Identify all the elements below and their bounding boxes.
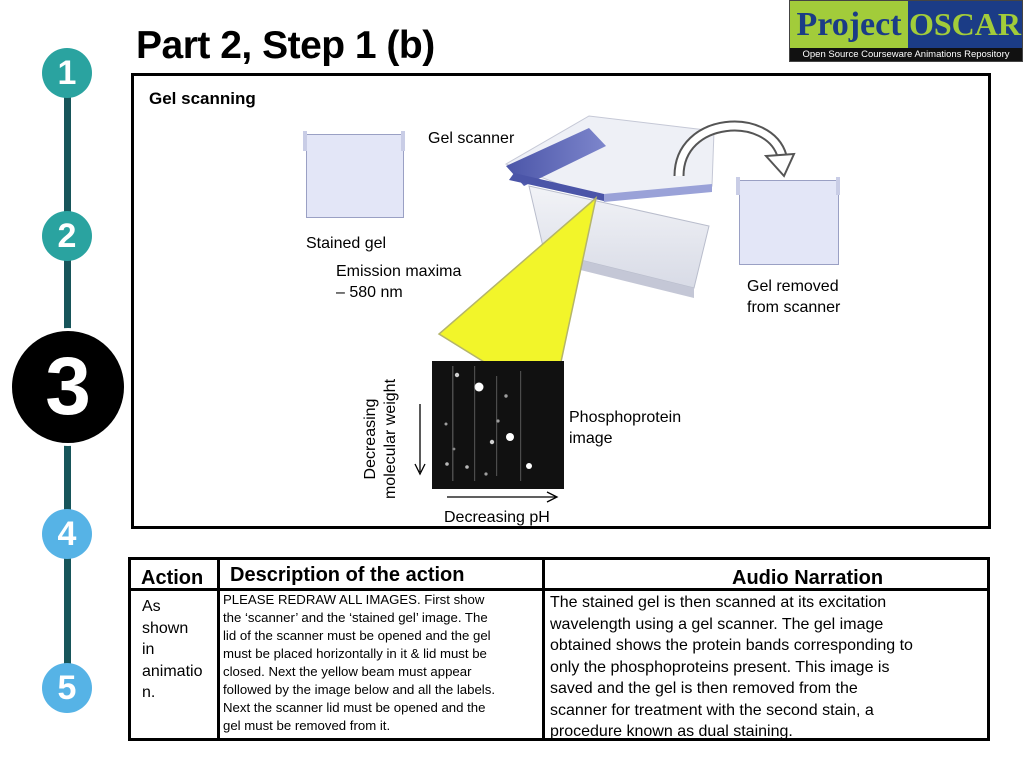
phosphoprotein-line1: Phosphoprotein [569, 409, 682, 426]
narration-line: procedure known as dual staining. [550, 723, 793, 740]
description-line: must be placed horizontally in it & lid … [223, 646, 487, 661]
step-2-badge[interactable]: 2 [42, 211, 92, 261]
stained-gel-tab-left [303, 131, 307, 151]
description-line: PLEASE REDRAW ALL IMAGES. First show [223, 592, 485, 607]
action-line: As [142, 598, 161, 615]
col-divider-1 [217, 560, 220, 738]
action-header: Action [141, 567, 204, 589]
gel-scanner-label: Gel scanner [428, 130, 515, 147]
scanner-illustration [414, 115, 796, 503]
mw-arrow-head [414, 463, 426, 476]
step-5-badge[interactable]: 5 [42, 663, 92, 713]
decreasing-ph-label: Decreasing pH [444, 509, 550, 526]
scanner-lid [506, 128, 606, 186]
phosphoprotein-image [432, 361, 564, 489]
step-4-badge[interactable]: 4 [42, 509, 92, 559]
ph-arrow-head [546, 491, 559, 503]
description-line: closed. Next the yellow beam must appear [223, 664, 472, 679]
diagram-heading: Gel scanning [149, 89, 256, 108]
stained-gel-label: Stained gel [306, 235, 387, 252]
description-line: the ‘scanner’ and the ‘stained gel’ imag… [223, 610, 488, 625]
project-oscar-logo: Project OSCAR Open Source Courseware Ani… [789, 0, 1023, 62]
stained-gel-tray [306, 134, 404, 218]
molecular-weight-label: Decreasing molecular weight [361, 369, 403, 509]
step-3-badge[interactable]: 3 [9, 328, 127, 446]
narration-line: saved and the gel is then removed from t… [550, 680, 858, 697]
emission-maxima-line1: Emission maxima [336, 263, 462, 280]
action-line: n. [142, 684, 156, 701]
removed-gel-tray [739, 180, 839, 265]
mw-label-line1: Decreasing [362, 398, 379, 480]
narration-line: scanner for treatment with the second st… [550, 701, 874, 719]
diagram-panel: Gel scanning [131, 73, 991, 529]
storyboard-table: Action Description of the action Audio N… [128, 557, 990, 741]
mw-label-line2: molecular weight [382, 378, 399, 500]
narration-header: Audio Narration [732, 567, 884, 589]
removed-gel-tab-right [836, 177, 840, 195]
narration-line: obtained shows the protein bands corresp… [550, 637, 913, 654]
removal-arrow-head [763, 152, 796, 178]
description-line: followed by the image below and all the … [223, 682, 495, 697]
removed-gel-tab-left [736, 177, 740, 195]
logo-word-oscar: OSCAR [908, 1, 1022, 48]
header-divider [131, 588, 987, 591]
description-line: lid of the scanner must be opened and th… [223, 628, 491, 643]
col-divider-2 [542, 560, 545, 738]
logo-tagline: Open Source Courseware Animations Reposi… [790, 48, 1022, 61]
narration-line: only the phosphoproteins present. This i… [550, 658, 890, 676]
phosphoprotein-line2: image [569, 430, 613, 447]
action-cell: As shown in animatio n. [142, 596, 202, 704]
gel-removed-line2: from scanner [747, 299, 841, 316]
step-1-badge[interactable]: 1 [42, 48, 92, 98]
description-line: gel must be removed from it. [223, 718, 391, 733]
removal-arrow-shaft [675, 122, 786, 177]
action-line: animatio [142, 662, 203, 680]
background-streaks [452, 366, 522, 481]
page-title: Part 2, Step 1 (b) [136, 24, 435, 67]
protein-spots [444, 372, 532, 476]
stained-gel-tab-right [401, 131, 405, 151]
description-line: Next the scanner lid must be opened and … [223, 700, 486, 715]
action-line: in [142, 641, 155, 658]
scanner-side-strip [604, 184, 712, 202]
description-header: Description of the action [230, 564, 465, 586]
narration-cell: The stained gel is then scanned at its e… [550, 592, 913, 743]
gel-removed-line1: Gel removed [747, 278, 839, 295]
description-cell: PLEASE REDRAW ALL IMAGES. First show the… [223, 591, 495, 735]
narration-line: wavelength using a gel scanner. The gel … [550, 615, 884, 633]
logo-word-project: Project [790, 1, 908, 48]
narration-line: The stained gel is then scanned at its e… [550, 594, 887, 611]
scanner-front-strip [509, 173, 604, 201]
action-line: shown [142, 619, 189, 637]
emission-maxima-line2: – 580 nm [336, 284, 403, 301]
